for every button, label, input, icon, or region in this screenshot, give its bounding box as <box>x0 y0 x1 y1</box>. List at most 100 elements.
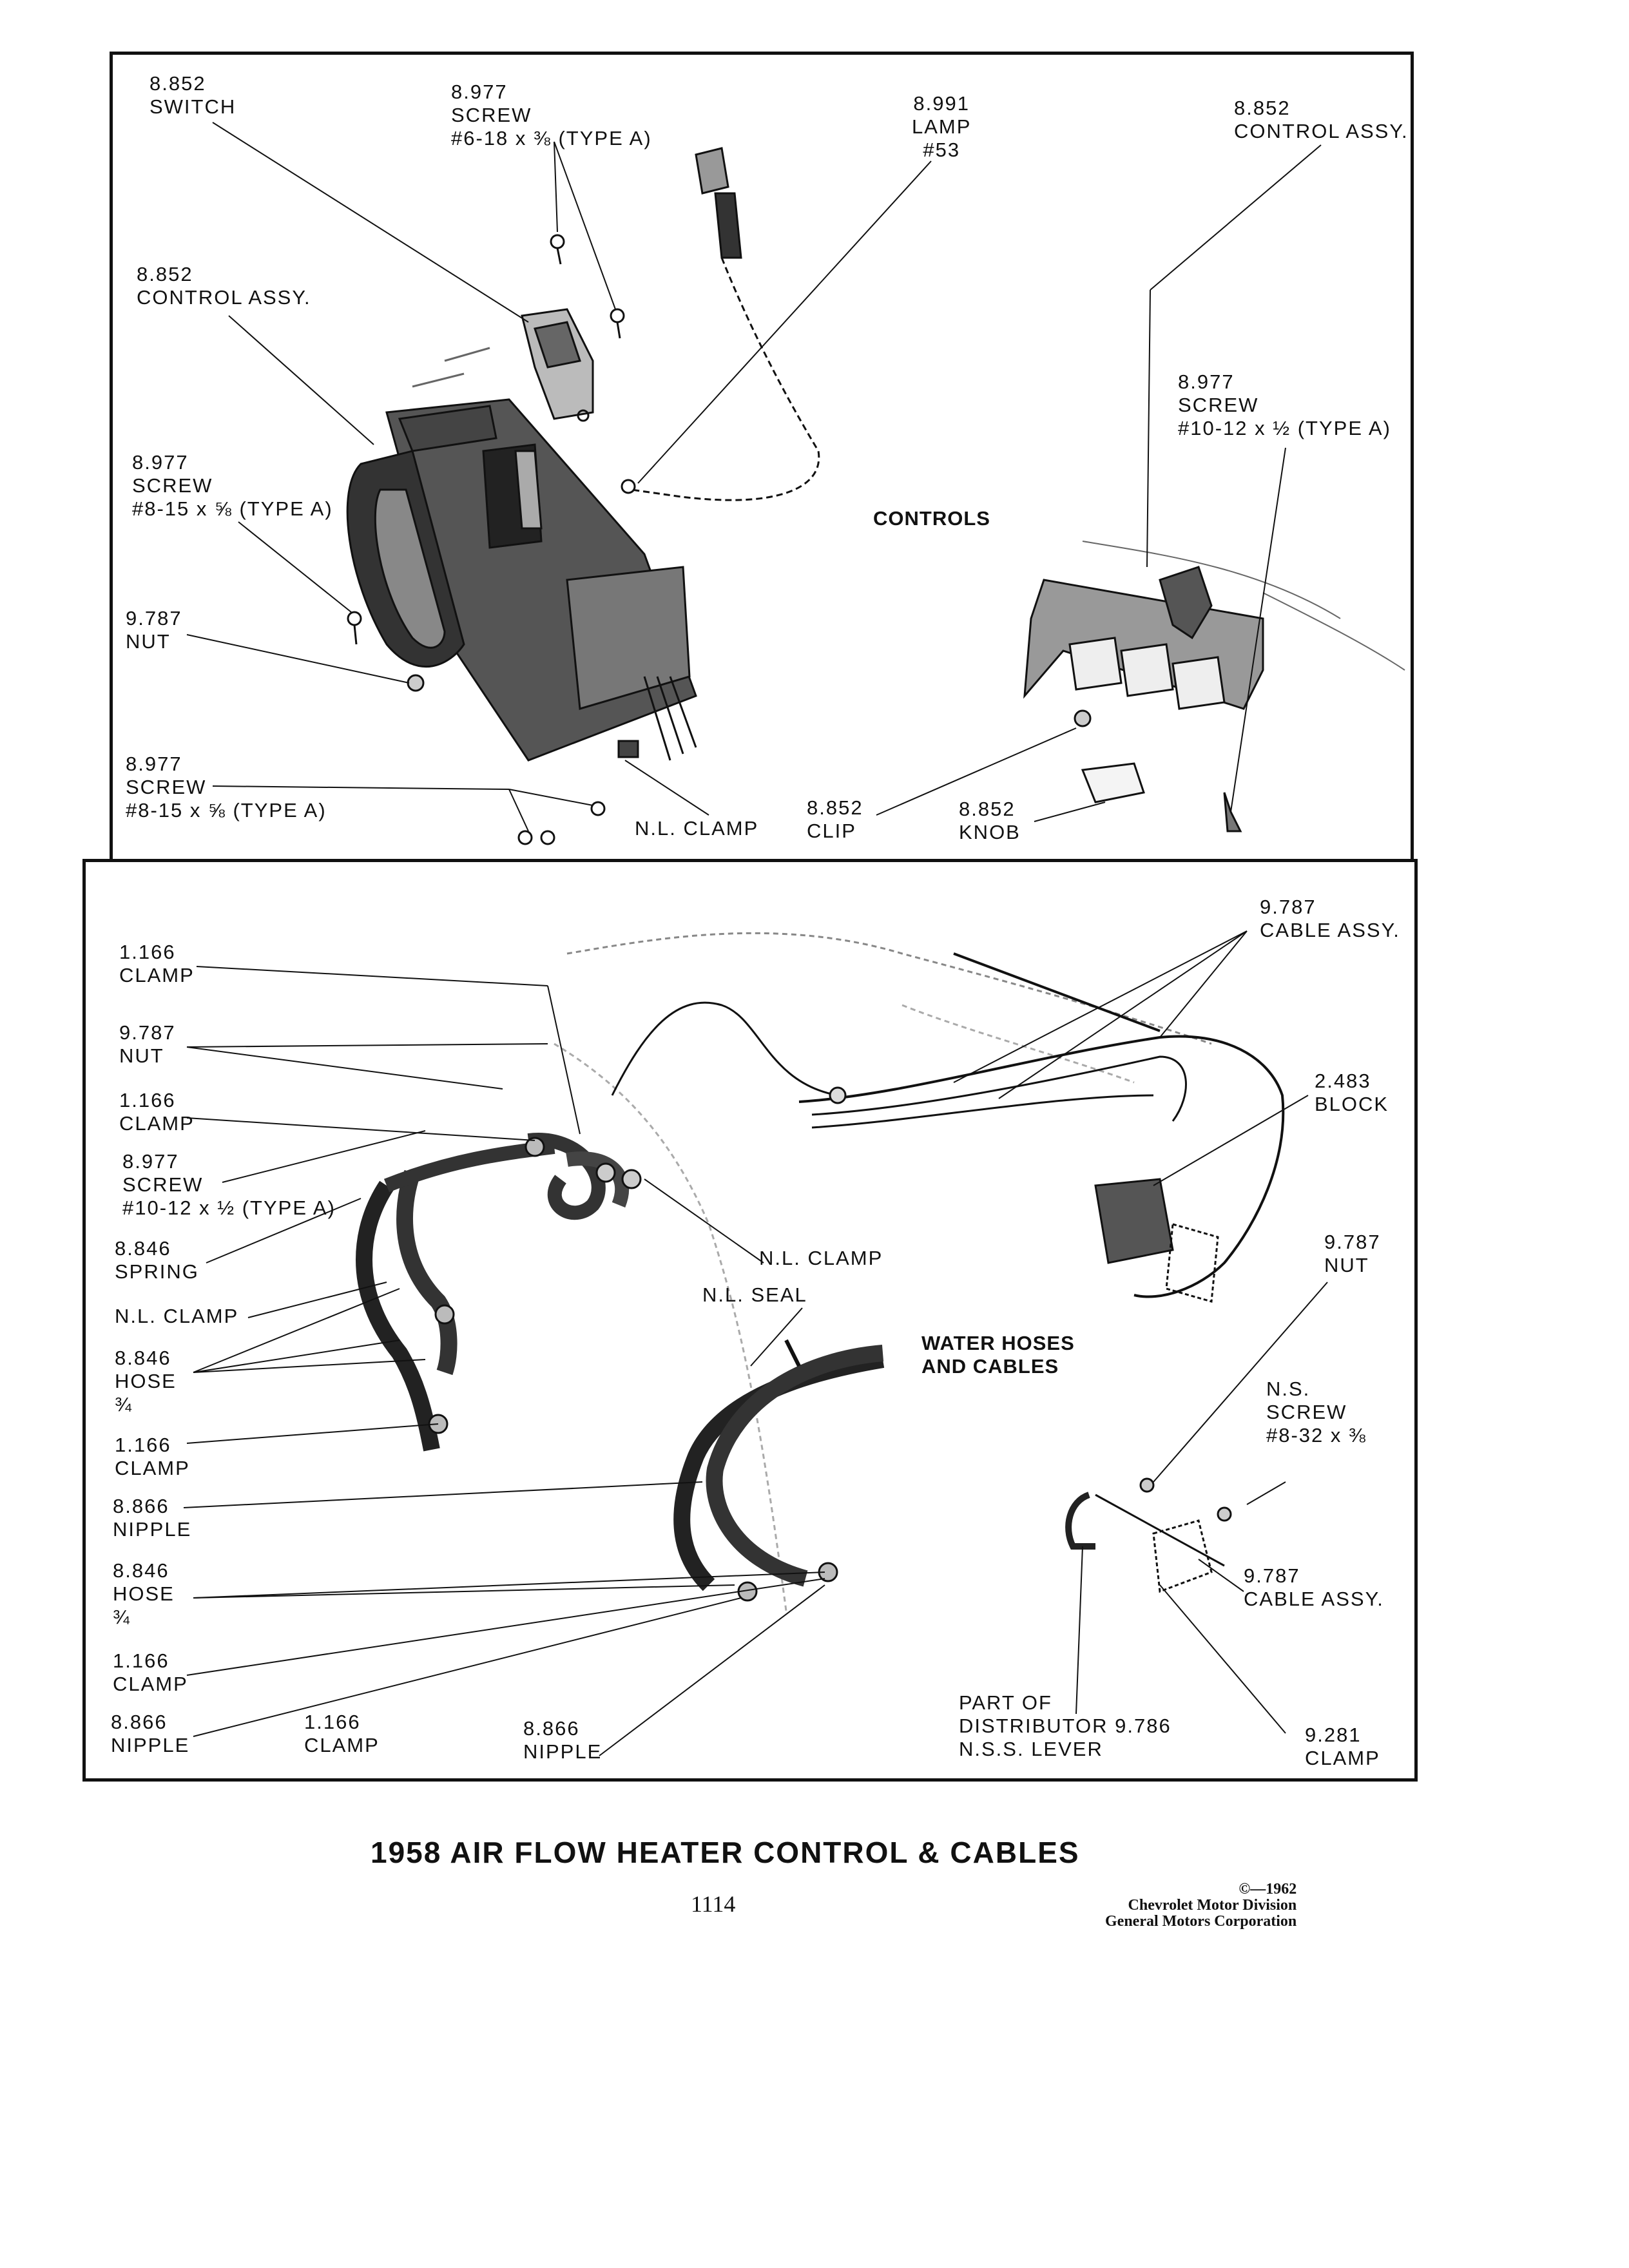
right-control-drawing <box>1023 541 1405 832</box>
label-screw-top: 8.977 SCREW #6-18 x ⅜ (TYPE A) <box>451 81 652 150</box>
part-note: PART OF <box>959 1691 1052 1714</box>
part-number: 8.846 <box>113 1559 169 1582</box>
label-distributor-lever: PART OF DISTRIBUTOR 9.786 N.S.S. LEVER <box>959 1691 1171 1761</box>
part-number: 8.866 <box>523 1717 580 1740</box>
part-number: 8.977 <box>126 753 182 775</box>
part-number: 8.977 <box>122 1150 179 1173</box>
part-name: NUT <box>1324 1254 1369 1276</box>
label-nut-left: 9.787 NUT <box>119 1021 176 1068</box>
label-block: 2.483 BLOCK <box>1315 1070 1389 1116</box>
part-name: NIPPLE <box>111 1734 190 1756</box>
part-number: 1.166 <box>119 1089 176 1111</box>
copyright-line: Chevrolet Motor Division <box>1128 1897 1297 1914</box>
part-name: CLAMP <box>119 964 195 986</box>
label-clamp-1: 1.166 CLAMP <box>119 941 195 987</box>
part-name: NIPPLE <box>523 1740 602 1763</box>
nut-drawing <box>407 674 425 692</box>
part-number: 9.787 <box>119 1021 176 1044</box>
control-assembly-drawing <box>346 347 697 762</box>
part-name: KNOB <box>959 821 1021 843</box>
part-name: CLAMP <box>304 1734 380 1756</box>
part-spec: #6-18 x ⅜ (TYPE A) <box>451 127 652 149</box>
copyright-line: ©—1962 <box>1239 1881 1297 1898</box>
page-number: 1114 <box>691 1891 736 1917</box>
part-name: N.L. CLAMP <box>635 817 759 840</box>
part-spec: #8-32 x ⅜ <box>1266 1424 1367 1446</box>
part-name: NUT <box>119 1044 164 1067</box>
copyright-notice: ©—1962 Chevrolet Motor Division General … <box>1105 1881 1296 1930</box>
part-number: 8.977 <box>451 81 508 103</box>
label-screw: 8.977 SCREW #10-12 x ½ (TYPE A) <box>122 1150 336 1220</box>
label-nl-clamp-top: N.L. CLAMP <box>635 817 758 840</box>
part-number: 8.852 <box>137 263 193 285</box>
switch-drawing <box>521 308 594 422</box>
part-number: 9.787 <box>1260 896 1316 918</box>
part-name: CABLE ASSY. <box>1260 919 1400 941</box>
part-spec: ¾ <box>115 1393 133 1416</box>
part-number: 8.866 <box>111 1711 168 1733</box>
section-title-line: AND CABLES <box>921 1355 1059 1378</box>
part-name: SCREW <box>126 776 207 798</box>
part-number: 8.852 <box>1234 97 1291 119</box>
label-clamp-5: 1.166 CLAMP <box>304 1711 380 1757</box>
section-title-line: WATER HOSES <box>921 1332 1075 1354</box>
label-cable-assy-right: 9.787 CABLE ASSY. <box>1244 1564 1384 1611</box>
part-number: 8.977 <box>1178 370 1235 393</box>
label-cable-assy-top: 9.787 CABLE ASSY. <box>1260 896 1400 942</box>
part-number: 8.852 <box>149 72 206 95</box>
label-nut-right: 9.787 NUT <box>1324 1231 1381 1277</box>
label-nipple-1: 8.866 NIPPLE <box>113 1495 191 1541</box>
leader-lines <box>183 122 1328 1756</box>
label-control-assy-left: 8.852 CONTROL ASSY. <box>137 263 311 309</box>
label-clamp-4: 1.166 CLAMP <box>113 1649 188 1696</box>
part-name: CLAMP <box>1305 1747 1380 1769</box>
label-clip: 8.852 CLIP <box>807 796 863 843</box>
page-title: 1958 AIR FLOW HEATER CONTROL & CABLES <box>371 1836 1080 1869</box>
label-ns-screw: N.S. SCREW #8-32 x ⅜ <box>1266 1378 1367 1447</box>
label-control-assy-right: 8.852 CONTROL ASSY. <box>1234 97 1409 143</box>
part-number: 9.787 <box>126 607 182 629</box>
part-spec: #53 <box>923 139 961 161</box>
part-name: CLIP <box>807 820 856 842</box>
part-number: 8.991 <box>913 92 970 115</box>
label-switch: 8.852 SWITCH <box>149 72 236 119</box>
part-name: CLAMP <box>113 1673 188 1695</box>
part-spec: #8-15 x ⅝ (TYPE A) <box>132 497 333 520</box>
part-name: NIPPLE <box>113 1518 192 1541</box>
part-number: 8.852 <box>807 796 863 819</box>
label-hose-1: 8.846 HOSE ¾ <box>115 1347 177 1416</box>
lamp-drawing <box>621 147 820 501</box>
copyright-line: General Motors Corporation <box>1105 1913 1297 1930</box>
part-number: 1.166 <box>119 941 176 963</box>
part-name: SCREW <box>1266 1401 1347 1423</box>
part-name: LAMP <box>912 115 972 138</box>
part-name: CONTROL ASSY. <box>1234 120 1409 142</box>
part-number: 9.787 <box>1324 1231 1381 1253</box>
label-nl-clamp-mid: N.L. CLAMP <box>759 1247 883 1270</box>
part-number: 8.866 <box>113 1495 169 1517</box>
water-hoses-panel <box>82 859 1418 1782</box>
part-spec: #8-15 x ⅝ (TYPE A) <box>126 799 327 822</box>
part-number: 8.977 <box>132 451 189 474</box>
label-nl-seal: N.L. SEAL <box>702 1283 807 1307</box>
part-name: N.L. CLAMP <box>115 1305 239 1327</box>
label-spring: 8.846 SPRING <box>115 1237 199 1283</box>
part-note: DISTRIBUTOR 9.786 <box>959 1715 1171 1737</box>
part-number: 1.166 <box>113 1649 169 1672</box>
part-name: BLOCK <box>1315 1093 1389 1115</box>
part-name: N.L. CLAMP <box>759 1247 883 1269</box>
screws-bottom <box>517 801 606 845</box>
part-name: CONTROL ASSY. <box>137 286 311 309</box>
part-number: 8.846 <box>115 1237 171 1260</box>
label-clamp-6: 9.281 CLAMP <box>1305 1724 1380 1770</box>
part-name: SCREW <box>132 474 213 497</box>
section-title-controls: CONTROLS <box>873 507 990 530</box>
label-knob: 8.852 KNOB <box>959 798 1021 844</box>
part-number: 2.483 <box>1315 1070 1371 1092</box>
label-nipple-2: 8.866 NIPPLE <box>111 1711 189 1757</box>
part-note: N.S.S. LEVER <box>959 1738 1103 1760</box>
part-name: SPRING <box>115 1260 199 1283</box>
part-name: SCREW <box>1178 394 1259 416</box>
part-name: SWITCH <box>149 95 236 118</box>
part-name: N.L. SEAL <box>702 1283 807 1306</box>
